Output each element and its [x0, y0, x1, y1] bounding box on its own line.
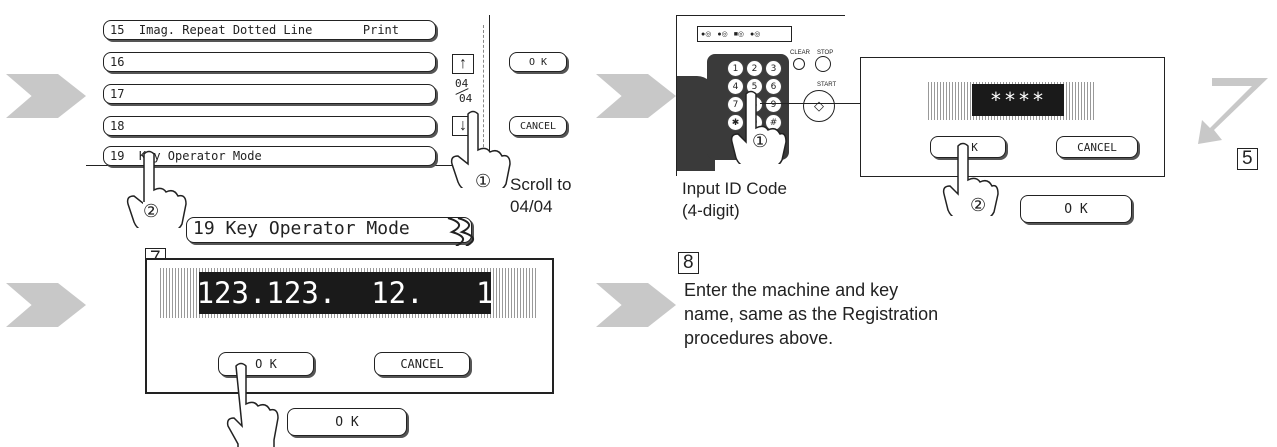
ip-address-display: 123.123. 12. 1 [197, 272, 493, 314]
cancel-button[interactable]: CANCEL [509, 116, 567, 136]
pointing-hand-icon [730, 90, 787, 164]
id-code-display: **** [972, 84, 1064, 116]
hand-number-2: ② [143, 201, 160, 221]
list-item-17[interactable]: 17 [103, 84, 436, 104]
arrow-up-icon: ↑ [459, 55, 467, 72]
key-7[interactable]: 7 [727, 96, 744, 113]
key-3[interactable]: 3 [765, 60, 782, 77]
key-6[interactable]: 6 [765, 78, 782, 95]
cancel-button[interactable]: CANCEL [374, 352, 470, 376]
step-arrow-4 [596, 283, 676, 327]
key-hash[interactable]: # [765, 114, 782, 131]
zoom-ok-button: O K [1020, 195, 1132, 223]
pointing-hand-icon [126, 150, 187, 228]
start-button[interactable]: ◇ [803, 90, 835, 122]
mode-buttons: ●◎●◎■◎●◎ [697, 26, 792, 42]
step-5-label: 5 [1237, 148, 1258, 170]
zoom-key-operator-button: 19 Key Operator Mode [186, 217, 472, 243]
pointing-hand-icon [226, 362, 279, 447]
clear-button[interactable] [793, 58, 805, 70]
start-label: START [817, 82, 837, 88]
hand-number-1b: ① [752, 131, 769, 151]
step-5-arrow-icon [1198, 78, 1268, 144]
list-item-16[interactable]: 16 [103, 52, 436, 72]
squiggle-icon [447, 217, 474, 246]
ok-button[interactable]: O K [509, 52, 567, 72]
scroll-up-button[interactable]: ↑ [452, 54, 474, 74]
input-id-caption: Input ID Code (4-digit) [682, 179, 787, 220]
panel-divider [483, 25, 484, 157]
clear-label: CLEAR [790, 50, 811, 56]
step-arrow-2 [596, 74, 676, 118]
key-4[interactable]: 4 [727, 78, 744, 95]
step-8-label: 8 [678, 252, 699, 274]
list-item-15[interactable]: 15 Imag. Repeat Dotted Line Print [103, 20, 436, 40]
list-item-19[interactable]: 19 Key Operator Mode [103, 146, 436, 166]
hand-number-1: ① [475, 171, 492, 191]
step-8-instructions: Enter the machine and key name, same as … [684, 280, 939, 348]
scroll-caption: Scroll to 04/04 [510, 175, 572, 216]
cancel-button[interactable]: CANCEL [1056, 136, 1138, 158]
arrow-down-icon: ↓ [459, 117, 467, 134]
stop-label: STOP [817, 50, 834, 56]
start-icon: ◇ [814, 98, 824, 113]
hand-number-2b: ② [970, 195, 987, 215]
stop-button[interactable] [815, 56, 831, 72]
step-arrow-1 [6, 74, 86, 118]
list-item-18[interactable]: 18 [103, 116, 436, 136]
key-star[interactable]: ✱ [727, 114, 744, 131]
key-9[interactable]: 9 [765, 96, 782, 113]
page-indicator: 04 04 [455, 77, 473, 105]
pointing-hand-icon [450, 110, 511, 188]
step-arrow-3 [6, 283, 86, 327]
key-1[interactable]: 1 [727, 60, 744, 77]
zoom-ok-button: O K [287, 408, 407, 436]
ok-button[interactable]: O K [218, 352, 314, 376]
key-2[interactable]: 2 [746, 60, 763, 77]
